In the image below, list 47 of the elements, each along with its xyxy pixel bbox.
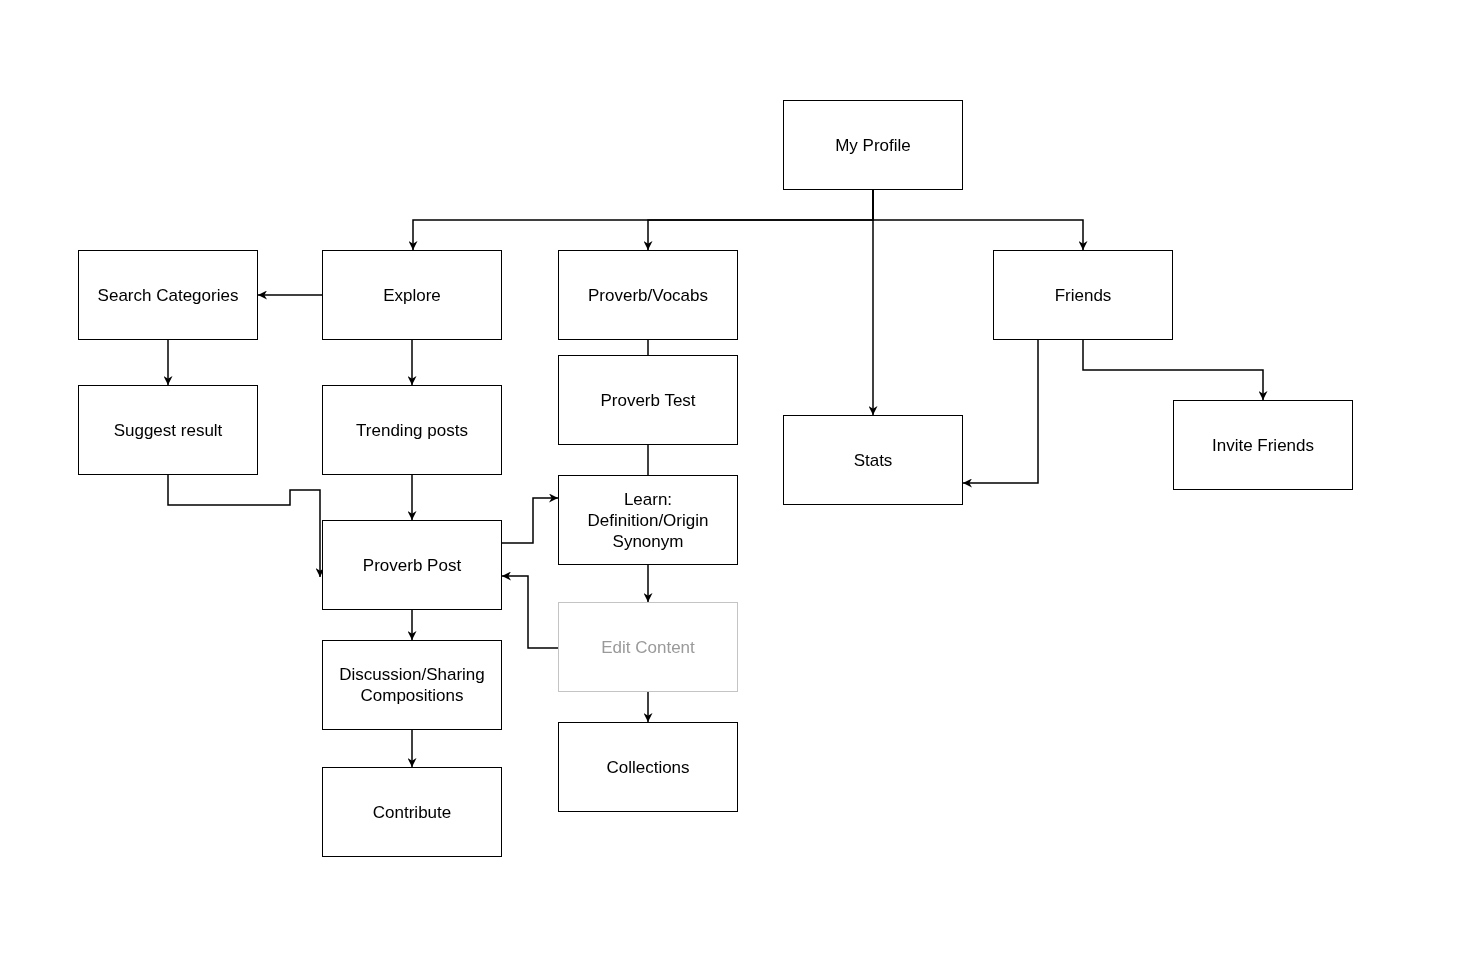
box-label: Discussion/Sharing Compositions xyxy=(338,664,486,706)
box-label: Invite Friends xyxy=(1211,434,1314,456)
arrow xyxy=(501,571,559,649)
arrow xyxy=(962,339,1039,488)
process-box xyxy=(783,415,963,505)
process-box xyxy=(558,355,738,445)
box-label: Search Categories xyxy=(97,284,239,306)
connector-line xyxy=(647,339,649,356)
process-box xyxy=(558,602,738,692)
box-label: Trending posts xyxy=(356,419,468,441)
box-label: Suggest result xyxy=(113,419,223,441)
box-label: My Profile xyxy=(835,134,911,156)
box-label: Proverb Post xyxy=(362,554,462,576)
process-box xyxy=(558,475,738,565)
box-label: Stats xyxy=(853,449,893,471)
process-box xyxy=(78,250,258,340)
process-box xyxy=(993,250,1173,340)
process-box xyxy=(322,520,502,610)
process-box xyxy=(322,385,502,475)
process-box xyxy=(558,250,738,340)
arrow xyxy=(163,339,173,386)
arrow xyxy=(407,729,417,768)
connector-line xyxy=(647,444,649,476)
arrow xyxy=(407,339,417,386)
arrow xyxy=(501,493,559,544)
process-box xyxy=(322,250,502,340)
process-box xyxy=(558,722,738,812)
box-label: Learn: Definition/Origin Synonym xyxy=(586,488,710,552)
box-label: Edit Content xyxy=(601,636,695,658)
process-box xyxy=(322,767,502,857)
box-label: Proverb/Vocabs xyxy=(588,284,708,306)
box-label: Explore xyxy=(383,284,441,306)
arrow xyxy=(407,609,417,641)
arrow xyxy=(643,564,653,603)
box-label: Proverb Test xyxy=(600,389,696,411)
arrow xyxy=(257,290,323,300)
arrow xyxy=(1082,339,1268,401)
box-label: Collections xyxy=(606,756,690,778)
box-label: Friends xyxy=(1054,284,1112,306)
process-box xyxy=(783,100,963,190)
process-box xyxy=(1173,400,1353,490)
process-box xyxy=(78,385,258,475)
arrow xyxy=(868,189,878,416)
arrow xyxy=(407,474,417,521)
arrow xyxy=(643,691,653,723)
box-label: Contribute xyxy=(372,801,452,823)
process-box xyxy=(322,640,502,730)
